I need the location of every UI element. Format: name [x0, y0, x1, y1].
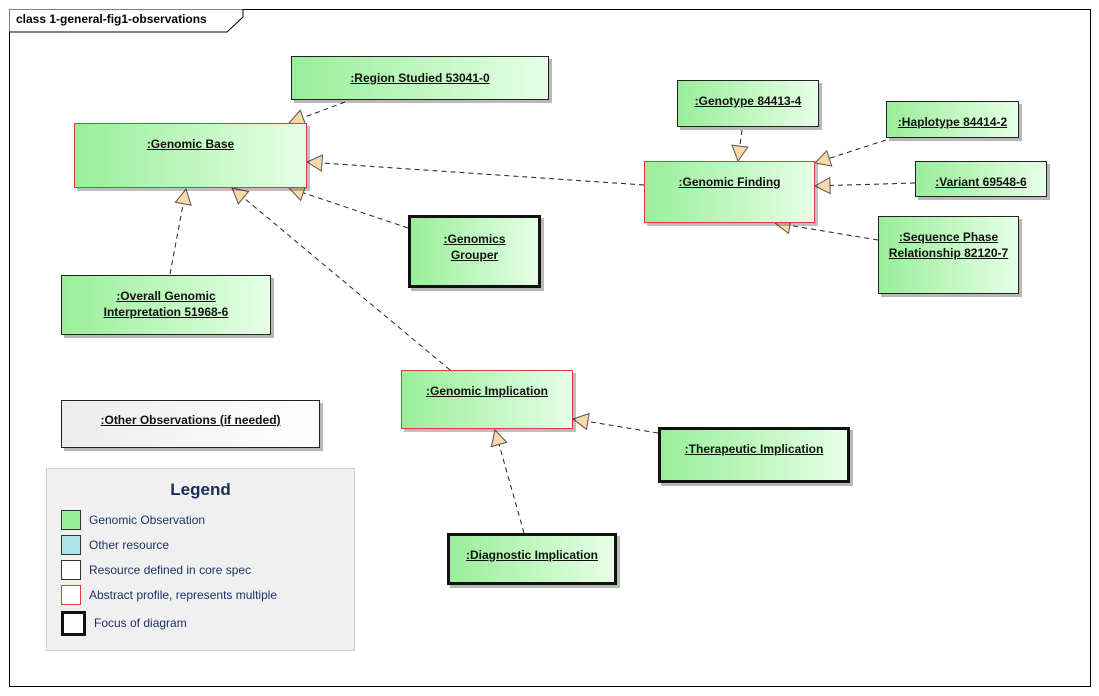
node-haplotype-label: :Haplotype 84414-2	[897, 115, 1008, 129]
dashed-line	[303, 192, 409, 229]
frame-title-tab	[9, 9, 244, 33]
node-sequence-phase-label: :Sequence Phase Relationship 82120-7	[888, 230, 1009, 260]
edge-interpretation-to-base	[169, 187, 192, 275]
edge-therapeutic-to-implication	[571, 412, 659, 434]
node-genotype-label: :Genotype 84413-4	[694, 94, 802, 108]
node-genomics-grouper[interactable]: :Genomics Grouper	[408, 215, 541, 288]
node-diagnostic-implication-label: :Diagnostic Implication	[465, 548, 598, 562]
node-diagnostic-implication[interactable]: :Diagnostic Implication	[447, 533, 617, 585]
node-region-studied-label: :Region Studied 53041-0	[350, 71, 490, 85]
edge-implication-to-base	[231, 187, 451, 371]
generalization-arrowhead-icon	[571, 412, 590, 431]
dashed-line	[498, 444, 525, 534]
legend-label: Genomic Observation	[89, 513, 206, 527]
node-region-studied[interactable]: :Region Studied 53041-0	[291, 56, 549, 100]
node-genomic-implication[interactable]: :Genomic Implication	[401, 370, 573, 429]
node-variant[interactable]: :Variant 69548-6	[915, 161, 1047, 197]
legend-panel: Legend Genomic Observation Other resourc…	[46, 468, 355, 651]
generalization-arrowhead-icon	[174, 187, 192, 206]
node-overall-genomic-interpretation[interactable]: :Overall Genomic Interpretation 51968-6	[61, 275, 271, 335]
legend-label: Other resource	[89, 538, 170, 552]
legend-item-focus: Focus of diagram	[61, 610, 187, 636]
generalization-arrowhead-icon	[813, 176, 831, 195]
dashed-line	[302, 101, 346, 119]
legend-label: Abstract profile, represents multiple	[89, 588, 278, 602]
edge-genotype-to-finding	[731, 129, 749, 163]
frame-title: class 1-general-fig1-observations	[16, 12, 207, 26]
edge-haplotype-to-finding	[813, 139, 887, 167]
diagram-frame	[9, 9, 1091, 687]
node-genomic-base[interactable]: :Genomic Base	[74, 123, 307, 188]
generalization-arrowhead-icon	[305, 154, 324, 172]
node-genomic-finding-label: :Genomic Finding	[678, 175, 781, 189]
edge-variant-to-finding	[813, 176, 916, 195]
legend-swatch-core-resource	[61, 560, 81, 580]
node-therapeutic-implication-label: :Therapeutic Implication	[684, 442, 824, 456]
dashed-line	[321, 162, 645, 186]
node-sequence-phase-relationship[interactable]: :Sequence Phase Relationship 82120-7	[878, 216, 1019, 294]
edge-grouper-to-base	[287, 184, 409, 229]
legend-label: Resource defined in core spec	[89, 563, 252, 577]
generalization-arrowhead-icon	[731, 144, 749, 163]
legend-swatch-other-resource	[61, 535, 81, 555]
node-genotype[interactable]: :Genotype 84413-4	[677, 80, 819, 127]
edge-finding-to-base	[305, 154, 645, 186]
dashed-line	[829, 139, 887, 159]
dashed-line	[789, 224, 879, 241]
generalization-arrowhead-icon	[231, 187, 250, 205]
legend-title: Legend	[170, 480, 231, 499]
legend-item-core-resource: Resource defined in core spec	[61, 559, 251, 581]
legend-item-abstract-profile: Abstract profile, represents multiple	[61, 584, 277, 606]
node-overall-interpretation-label: :Overall Genomic Interpretation 51968-6	[103, 289, 229, 319]
generalization-arrowhead-icon	[490, 428, 508, 448]
dashed-line	[829, 182, 916, 187]
dashed-line	[169, 203, 184, 275]
node-other-observations[interactable]: :Other Observations (if needed)	[61, 400, 320, 448]
edge-region-to-base	[288, 101, 346, 126]
generalization-arrowhead-icon	[813, 149, 833, 167]
node-therapeutic-implication[interactable]: :Therapeutic Implication	[658, 427, 850, 483]
node-other-observations-label: :Other Observations (if needed)	[100, 413, 281, 427]
legend-swatch-focus	[61, 610, 86, 636]
node-genomics-grouper-label: :Genomics Grouper	[443, 232, 506, 262]
node-genomic-implication-label: :Genomic Implication	[425, 384, 548, 398]
node-genomic-finding[interactable]: :Genomic Finding	[644, 161, 815, 223]
node-genomic-base-label: :Genomic Base	[146, 137, 235, 151]
dashed-line	[587, 420, 659, 434]
legend-label: Focus of diagram	[94, 616, 187, 630]
node-variant-label: :Variant 69548-6	[935, 175, 1027, 189]
legend-item-genomic-observation: Genomic Observation	[61, 509, 205, 531]
edge-diagnostic-to-implication	[490, 428, 525, 534]
legend-swatch-abstract-profile	[61, 585, 81, 605]
legend-swatch-genomic-observation	[61, 510, 81, 530]
legend-item-other-resource: Other resource	[61, 534, 169, 556]
node-haplotype[interactable]: :Haplotype 84414-2	[886, 101, 1019, 138]
dashed-line	[739, 129, 743, 147]
